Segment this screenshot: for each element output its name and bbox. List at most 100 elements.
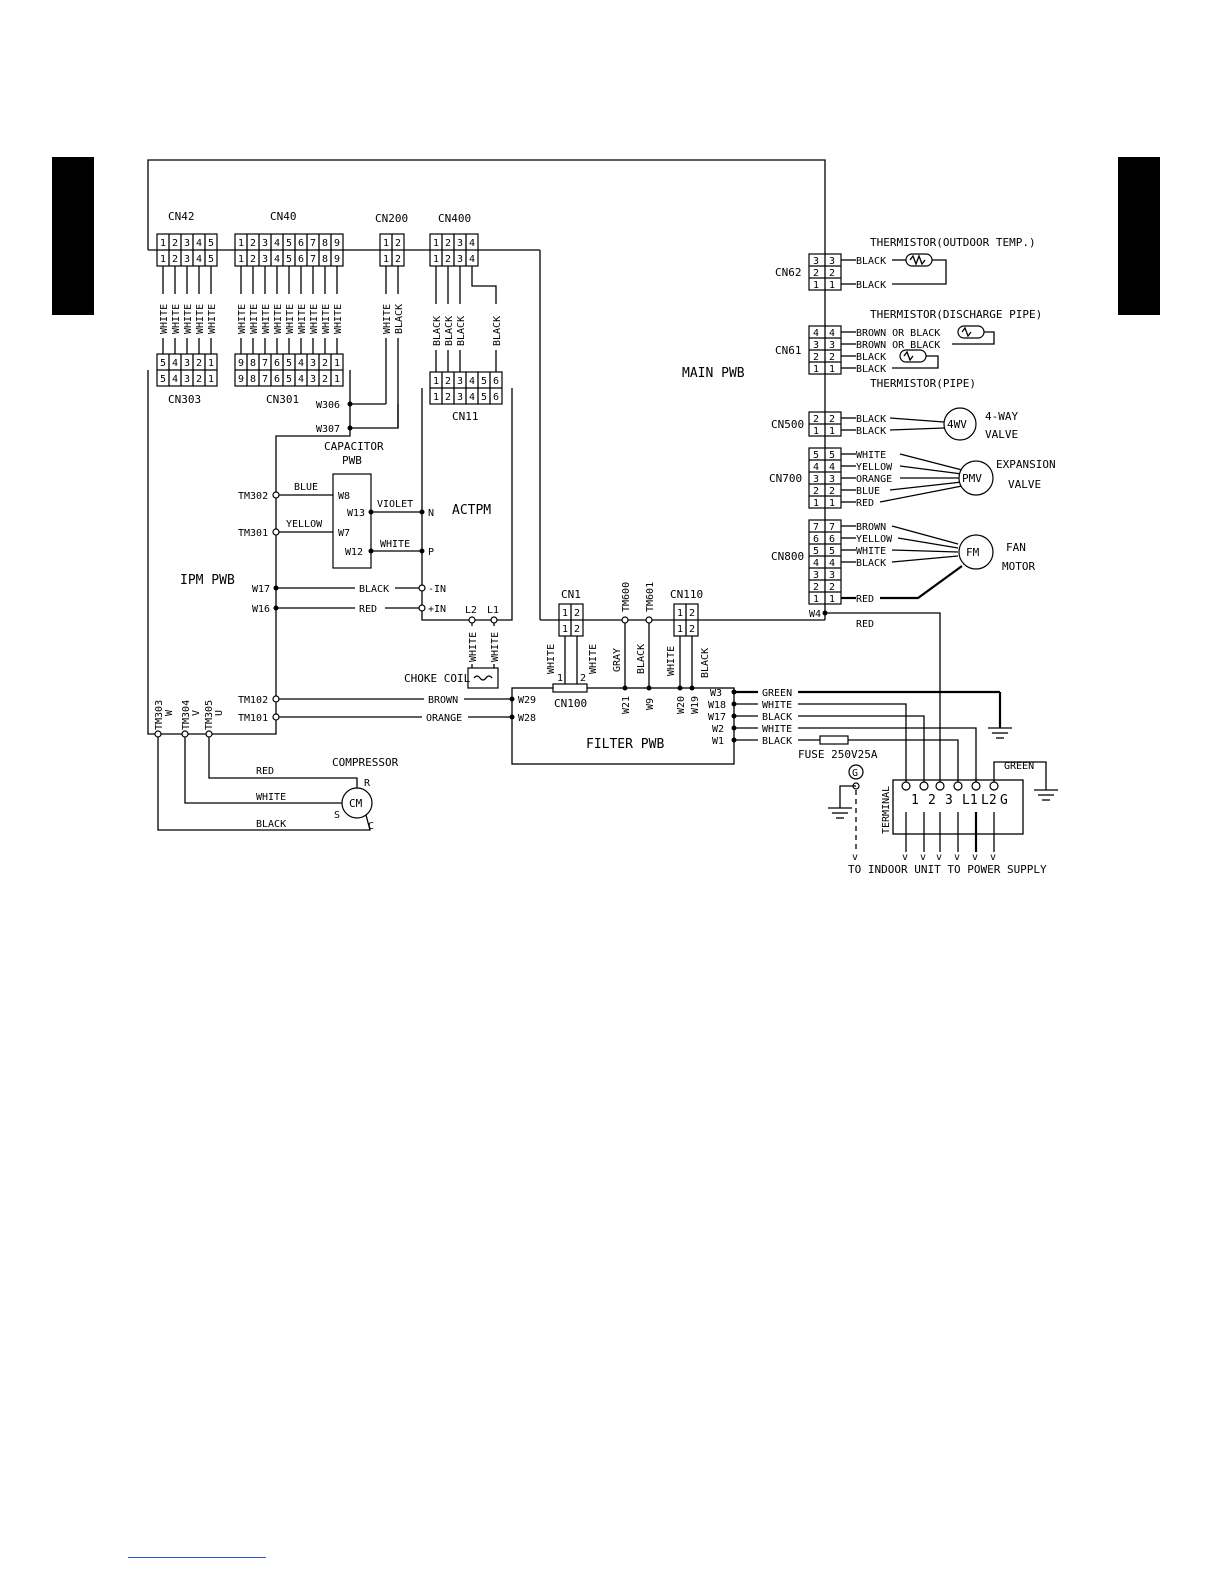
svg-text:v: v xyxy=(936,852,942,863)
wire-red-in-label: RED xyxy=(359,604,377,615)
cn40-label: CN40 xyxy=(270,210,297,223)
cn40-pin: 9 xyxy=(334,238,340,249)
comp-r: R xyxy=(364,778,371,789)
cn200-label: CN200 xyxy=(375,212,408,225)
cn303-pin: 2 xyxy=(196,358,202,369)
cn800-pin: 1 xyxy=(813,594,819,605)
cn800-pin: 2 xyxy=(829,582,835,593)
svg-text:v: v xyxy=(954,852,960,863)
cn800-pin: 3 xyxy=(813,570,819,581)
cn11-label: CN11 xyxy=(452,410,479,423)
cn800-pin: 4 xyxy=(829,558,835,569)
cn40-pin: 8 xyxy=(322,238,328,249)
w21-label: W21 xyxy=(621,696,632,714)
cn301-pin: 4 xyxy=(298,358,304,369)
cn400-pin: 3 xyxy=(457,254,463,265)
ipm-pwb-outline xyxy=(147,370,351,735)
w307-label: W307 xyxy=(316,424,340,435)
svg-text:v: v xyxy=(972,852,978,863)
cn800-pin: 7 xyxy=(813,522,819,533)
terminal-pin-1: 1 xyxy=(911,793,919,808)
wire-violet-label: VIOLET xyxy=(377,499,413,510)
cn11-pin: 4 xyxy=(469,392,475,403)
wire-black-in-label: BLACK xyxy=(359,584,389,595)
cn200-harness: WHITE BLACK xyxy=(350,266,406,429)
cn301-pin: 5 xyxy=(286,374,292,385)
cn303-pin: 1 xyxy=(208,374,214,385)
wire-color: WHITE xyxy=(666,646,677,676)
cn110-label: CN110 xyxy=(670,588,703,601)
cn110-pin: 2 xyxy=(689,624,695,635)
cn500-pin: 1 xyxy=(813,426,819,437)
cn301-label: CN301 xyxy=(266,393,299,406)
svg-text:v: v xyxy=(852,852,858,863)
cn303-pin: 5 xyxy=(160,374,166,385)
cn303-pin: 3 xyxy=(184,374,190,385)
fourwv-symbol xyxy=(943,407,977,441)
cn62-pin: 1 xyxy=(813,280,819,291)
w8-label: W8 xyxy=(338,491,350,502)
cn62-pin: 2 xyxy=(813,268,819,279)
cn700-pin: 1 xyxy=(829,498,835,509)
cn61-wire: BROWN OR BLACK xyxy=(856,340,940,351)
cn1-pin: 1 xyxy=(562,608,568,619)
tm305-letter: U xyxy=(214,710,225,716)
choke-coil-label: CHOKE COIL xyxy=(404,672,471,685)
wire-color: WHITE xyxy=(207,304,218,334)
svg-text:v: v xyxy=(990,852,996,863)
thermistor-discharge-label: THERMISTOR(DISCHARGE PIPE) xyxy=(870,308,1042,321)
cn62-pin: 3 xyxy=(813,256,819,267)
cn42-pin: 2 xyxy=(172,254,178,265)
pmv-text: PMV xyxy=(962,472,982,485)
right-section-tab xyxy=(1118,157,1160,315)
cn40-pin: 2 xyxy=(250,254,256,265)
cn800-connector: 7 7 6 6 5 5 4 4 3 3 2 2 1 1 xyxy=(808,519,842,605)
wire-color: WHITE xyxy=(249,304,260,334)
filter-green-wire: GREEN xyxy=(762,688,792,699)
terminal-pin-l2: L2 xyxy=(981,793,997,808)
w2-label: W2 xyxy=(712,724,724,735)
wire-color: WHITE xyxy=(382,304,393,334)
terminal-pin-l1: L1 xyxy=(962,793,978,808)
cn303-pin: 2 xyxy=(196,374,202,385)
cn11-pin: 6 xyxy=(493,376,499,387)
cn61-pin: 3 xyxy=(813,340,819,351)
cn40-pin: 8 xyxy=(322,254,328,265)
ground-green-label: GREEN xyxy=(1004,761,1034,772)
cn400-pin: 3 xyxy=(457,238,463,249)
tm305-label: TM305 xyxy=(204,700,215,730)
cn42-pin: 2 xyxy=(172,238,178,249)
cn301-pin: 8 xyxy=(250,358,256,369)
w9-label: W9 xyxy=(645,698,656,710)
w17f-label: W17 xyxy=(708,712,726,723)
cn303-pin: 4 xyxy=(172,358,178,369)
cn62-wire: BLACK xyxy=(856,280,886,291)
cn100-label: CN100 xyxy=(554,697,587,710)
fuse-label: FUSE 250V25A xyxy=(798,748,878,761)
cn62-wire: BLACK xyxy=(856,256,886,267)
fourwv-label-2: VALVE xyxy=(985,428,1018,441)
wire-yellow-label: YELLOW xyxy=(286,519,323,530)
wire-color: WHITE xyxy=(309,304,320,334)
cn800-pin: 6 xyxy=(829,534,835,545)
cn800-pin: 3 xyxy=(829,570,835,581)
cn42-connector: 1 2 3 4 5 1 2 3 4 5 xyxy=(156,233,218,267)
svg-text:v: v xyxy=(920,852,926,863)
cn40-pin: 6 xyxy=(298,254,304,265)
wire-color: WHITE xyxy=(183,304,194,334)
cn11-pin: 3 xyxy=(457,376,463,387)
cn301-connector: 9 8 7 6 5 4 3 2 1 9 8 7 6 5 4 3 2 1 xyxy=(234,353,344,387)
cn200-pin: 1 xyxy=(383,254,389,265)
cn11-pin: 5 xyxy=(481,376,487,387)
cn1-pin: 2 xyxy=(574,608,580,619)
cn400-harness: BLACK BLACK BLACK BLACK xyxy=(428,266,503,372)
tm302-terminal xyxy=(272,491,280,499)
cn11-pin: 2 xyxy=(445,392,451,403)
w12-label: W12 xyxy=(345,547,363,558)
n-label: N xyxy=(428,508,434,519)
cn400-pin: 1 xyxy=(433,238,439,249)
cn200-pin: 1 xyxy=(383,238,389,249)
tm303-letter: W xyxy=(164,709,175,716)
comp-s: S xyxy=(334,810,340,821)
